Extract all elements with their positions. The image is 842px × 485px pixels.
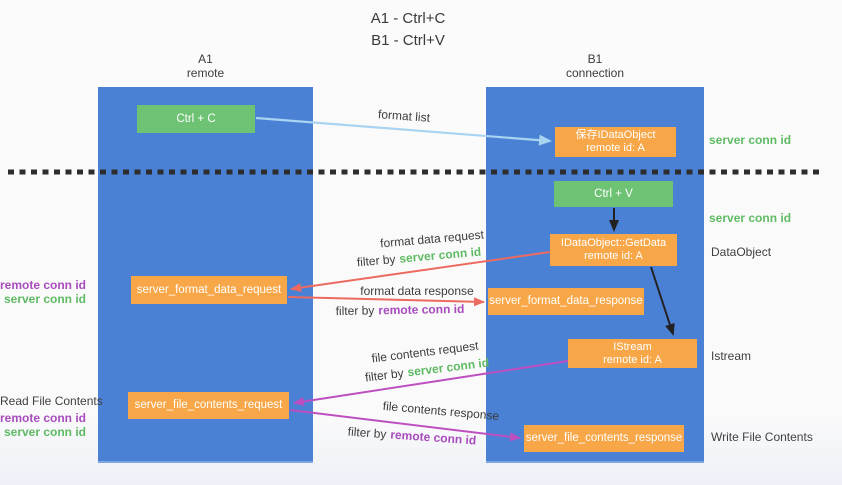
node-ctrl-v: Ctrl + V	[554, 181, 673, 207]
node-idataobject-getdata: IDataObject::GetData remote id: A	[550, 234, 677, 266]
node-istream-line2: remote id: A	[603, 353, 662, 366]
file-contents-response-arrow	[289, 409, 521, 442]
node-istream: IStream remote id: A	[568, 339, 697, 368]
node-save-idataobject: 保存IDataObject remote id: A	[555, 127, 676, 157]
node-format-request-label: server_format_data_request	[136, 283, 282, 296]
column-header-a1: A1 remote	[98, 52, 313, 80]
annotation-server-conn-id-left-bottom: server conn id	[3, 425, 86, 439]
node-ctrl-c-label: Ctrl + C	[176, 112, 216, 125]
column-b1-name: B1	[587, 52, 603, 66]
node-server-format-data-response: server_format_data_response	[488, 288, 644, 315]
format-data-response-arrow	[287, 296, 485, 307]
node-file-request-label: server_file_contents_request	[134, 399, 283, 411]
column-a1-name: A1	[198, 52, 213, 66]
node-server-format-data-request: server_format_data_request	[131, 276, 287, 304]
annotation-dataobject: DataObject	[711, 245, 772, 259]
annotation-server-conn-id-left-mid: server conn id	[3, 292, 86, 306]
annotation-server-conn-id-top: server conn id	[709, 133, 792, 147]
node-ctrl-c: Ctrl + C	[137, 105, 255, 133]
node-getdata-line2: remote id: A	[584, 250, 643, 262]
annotation-remote-conn-id-bottom: remote conn id	[0, 411, 87, 425]
filter-by-text: filter by	[347, 424, 387, 442]
title-line-1: A1 - Ctrl+C	[370, 10, 446, 27]
format-list-arrow	[255, 116, 552, 146]
filter-by-text: filter by	[335, 303, 375, 319]
column-a1-role: remote	[186, 66, 225, 80]
node-server-file-contents-response: server_file_contents_response	[524, 425, 684, 452]
diagram-title: A1 - Ctrl+C B1 - Ctrl+V	[308, 8, 508, 52]
node-getdata-line1: IDataObject::GetData	[560, 237, 667, 249]
column-header-b1: B1 connection	[486, 52, 704, 80]
flow-label-format-data-response: format data response	[360, 284, 474, 298]
node-istream-line1: IStream	[613, 340, 652, 353]
format-data-request-arrow	[290, 251, 551, 293]
node-ctrl-v-label: Ctrl + V	[594, 187, 633, 200]
node-save-idataobject-line1: 保存IDataObject	[575, 129, 656, 141]
file-contents-request-arrow	[293, 360, 569, 406]
annotation-read-file-contents: Read File Contents	[0, 394, 103, 408]
title-line-2: B1 - Ctrl+V	[371, 32, 445, 49]
node-file-response-label: server_file_contents_response	[525, 432, 683, 444]
node-server-file-contents-request: server_file_contents_request	[128, 392, 289, 419]
getdata-to-istream-arrow	[650, 266, 675, 336]
column-b1-role: connection	[565, 66, 625, 80]
annotation-write-file-contents: Write File Contents	[711, 430, 813, 444]
node-format-response-label: server_format_data_response	[489, 295, 643, 307]
node-save-idataobject-line2: remote id: A	[586, 142, 645, 154]
annotation-server-conn-id-mid: server conn id	[709, 211, 792, 225]
annotation-istream: Istream	[711, 349, 752, 363]
annotation-remote-conn-id-mid: remote conn id	[0, 278, 87, 292]
remote-conn-id-text: remote conn id	[378, 301, 465, 318]
